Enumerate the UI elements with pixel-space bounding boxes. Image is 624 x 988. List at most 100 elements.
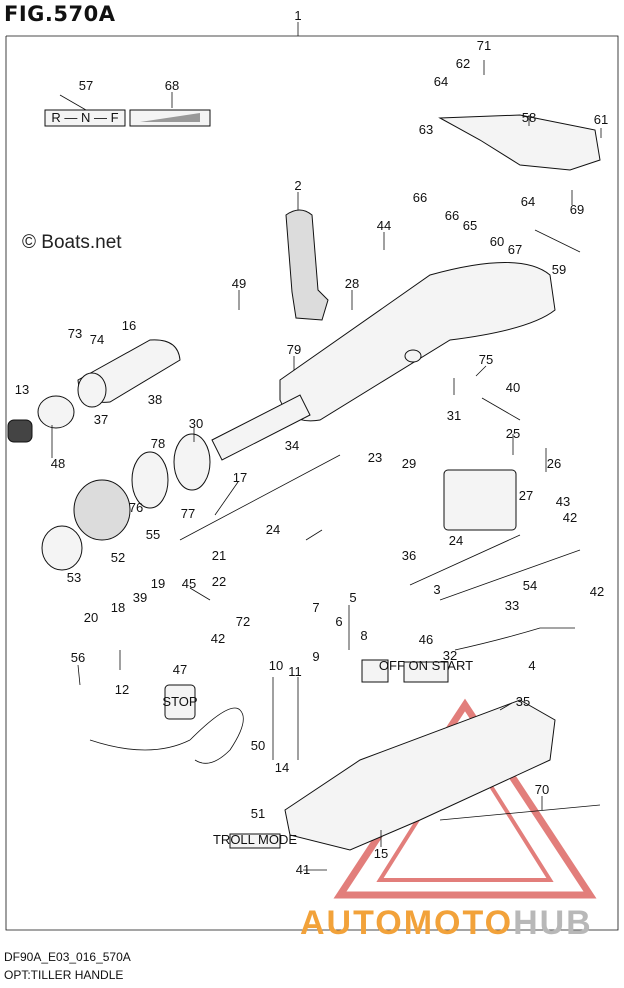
callout-65: 65 (463, 218, 477, 233)
callout-23: 23 (368, 450, 382, 465)
callout-70: 70 (535, 782, 549, 797)
callout-44: 44 (377, 218, 391, 233)
figure-caption: OPT:TILLER HANDLE (4, 968, 124, 982)
boats-net-watermark: © Boats.net (22, 232, 122, 253)
callout-74: 74 (90, 332, 104, 347)
callout-4: 4 (528, 658, 535, 673)
figure-code: DF90A_E03_016_570A (4, 950, 131, 964)
automotohub-brand: AUTOMOTOHUB (300, 904, 593, 943)
callout-66a: 66 (413, 190, 427, 205)
callout-57: 57 (79, 78, 93, 93)
lower-cover-part (284, 699, 556, 851)
callout-34: 34 (285, 438, 299, 453)
callout-36: 36 (402, 548, 416, 563)
callout-79: 79 (287, 342, 301, 357)
callout-61: 61 (594, 112, 608, 127)
callout-58: 58 (522, 110, 536, 125)
callout-47: 47 (173, 662, 187, 677)
callout-12: 12 (115, 682, 129, 697)
callout-19: 19 (151, 576, 165, 591)
callout-18: 18 (111, 600, 125, 615)
key-switch-text: OFF ON START (379, 658, 473, 673)
callout-40: 40 (506, 380, 520, 395)
leader-lines (51, 60, 602, 871)
callout-17: 17 (233, 470, 247, 485)
callout-30: 30 (189, 416, 203, 431)
callout-73: 73 (68, 326, 82, 341)
callout-42b: 42 (563, 510, 577, 525)
shift-plate-text: R — N — F (51, 110, 118, 125)
throttle-shaft-part (211, 394, 311, 461)
callout-39: 39 (133, 590, 147, 605)
callout-24a: 24 (266, 522, 280, 537)
callout-9: 9 (312, 649, 319, 664)
assembly-frame (5, 35, 619, 931)
callout-5: 5 (349, 590, 356, 605)
stop-switch-decal (164, 684, 196, 720)
bracket-part (438, 114, 601, 171)
callout-3: 3 (433, 582, 440, 597)
callout-56: 56 (71, 650, 85, 665)
callout-10: 10 (269, 658, 283, 673)
callout-2: 2 (294, 178, 301, 193)
shift-lever-part (285, 209, 329, 321)
callout-28: 28 (345, 276, 359, 291)
grip-cap-part (37, 395, 75, 429)
callout-29: 29 (402, 456, 416, 471)
ignition-switch-part (361, 659, 389, 683)
callout-25: 25 (506, 426, 520, 441)
callout-13: 13 (15, 382, 29, 397)
brand-part-b: HUB (513, 904, 593, 942)
callout-62: 62 (456, 56, 470, 71)
callout-35: 35 (516, 694, 530, 709)
callout-14: 14 (275, 760, 289, 775)
callout-52: 52 (111, 550, 125, 565)
callout-24b: 24 (449, 533, 463, 548)
tiller-arm-part (279, 262, 556, 422)
callout-55: 55 (146, 527, 160, 542)
callout-15: 15 (374, 846, 388, 861)
callout-43: 43 (556, 494, 570, 509)
callout-33: 33 (505, 598, 519, 613)
callout-59: 59 (552, 262, 566, 277)
callout-20: 20 (84, 610, 98, 625)
callout-54: 54 (523, 578, 537, 593)
callout-64a: 64 (434, 74, 448, 89)
callout-37: 37 (94, 412, 108, 427)
callout-49: 49 (232, 276, 246, 291)
callout-38: 38 (148, 392, 162, 407)
callout-16: 16 (122, 318, 136, 333)
troll-mode-decal (229, 833, 281, 849)
callout-71: 71 (477, 38, 491, 53)
callout-50: 50 (251, 738, 265, 753)
callout-60: 60 (490, 234, 504, 249)
callout-66b: 66 (445, 208, 459, 223)
callout-68: 68 (165, 78, 179, 93)
friction-plate-part (131, 451, 169, 509)
figure-title: FIG.570A (4, 2, 116, 26)
callout-42a: 42 (211, 631, 225, 646)
callout-67: 67 (508, 242, 522, 257)
callout-46: 46 (419, 632, 433, 647)
troll-mode-text: TROLL MODE (213, 832, 297, 847)
callout-1: 1 (294, 8, 301, 23)
knob-part (7, 419, 33, 443)
part-callouts: 1 2 3 4 5 6 7 8 9 10 11 12 13 14 15 16 1… (15, 8, 608, 877)
callout-7: 7 (312, 600, 319, 615)
brand-part-a: AUTOMOTO (300, 904, 514, 942)
callout-64b: 64 (521, 194, 535, 209)
callout-21: 21 (212, 548, 226, 563)
callout-32: 32 (443, 648, 457, 663)
callout-22: 22 (212, 574, 226, 589)
callout-78: 78 (151, 436, 165, 451)
callout-75: 75 (479, 352, 493, 367)
throttle-grip-part (77, 339, 181, 408)
callout-42c: 42 (590, 584, 604, 599)
callout-76: 76 (129, 500, 143, 515)
callout-8: 8 (360, 628, 367, 643)
callout-69: 69 (570, 202, 584, 217)
stop-switch-text: STOP (162, 694, 197, 709)
callout-27: 27 (519, 488, 533, 503)
callout-41: 41 (296, 862, 310, 877)
callout-6: 6 (335, 614, 342, 629)
